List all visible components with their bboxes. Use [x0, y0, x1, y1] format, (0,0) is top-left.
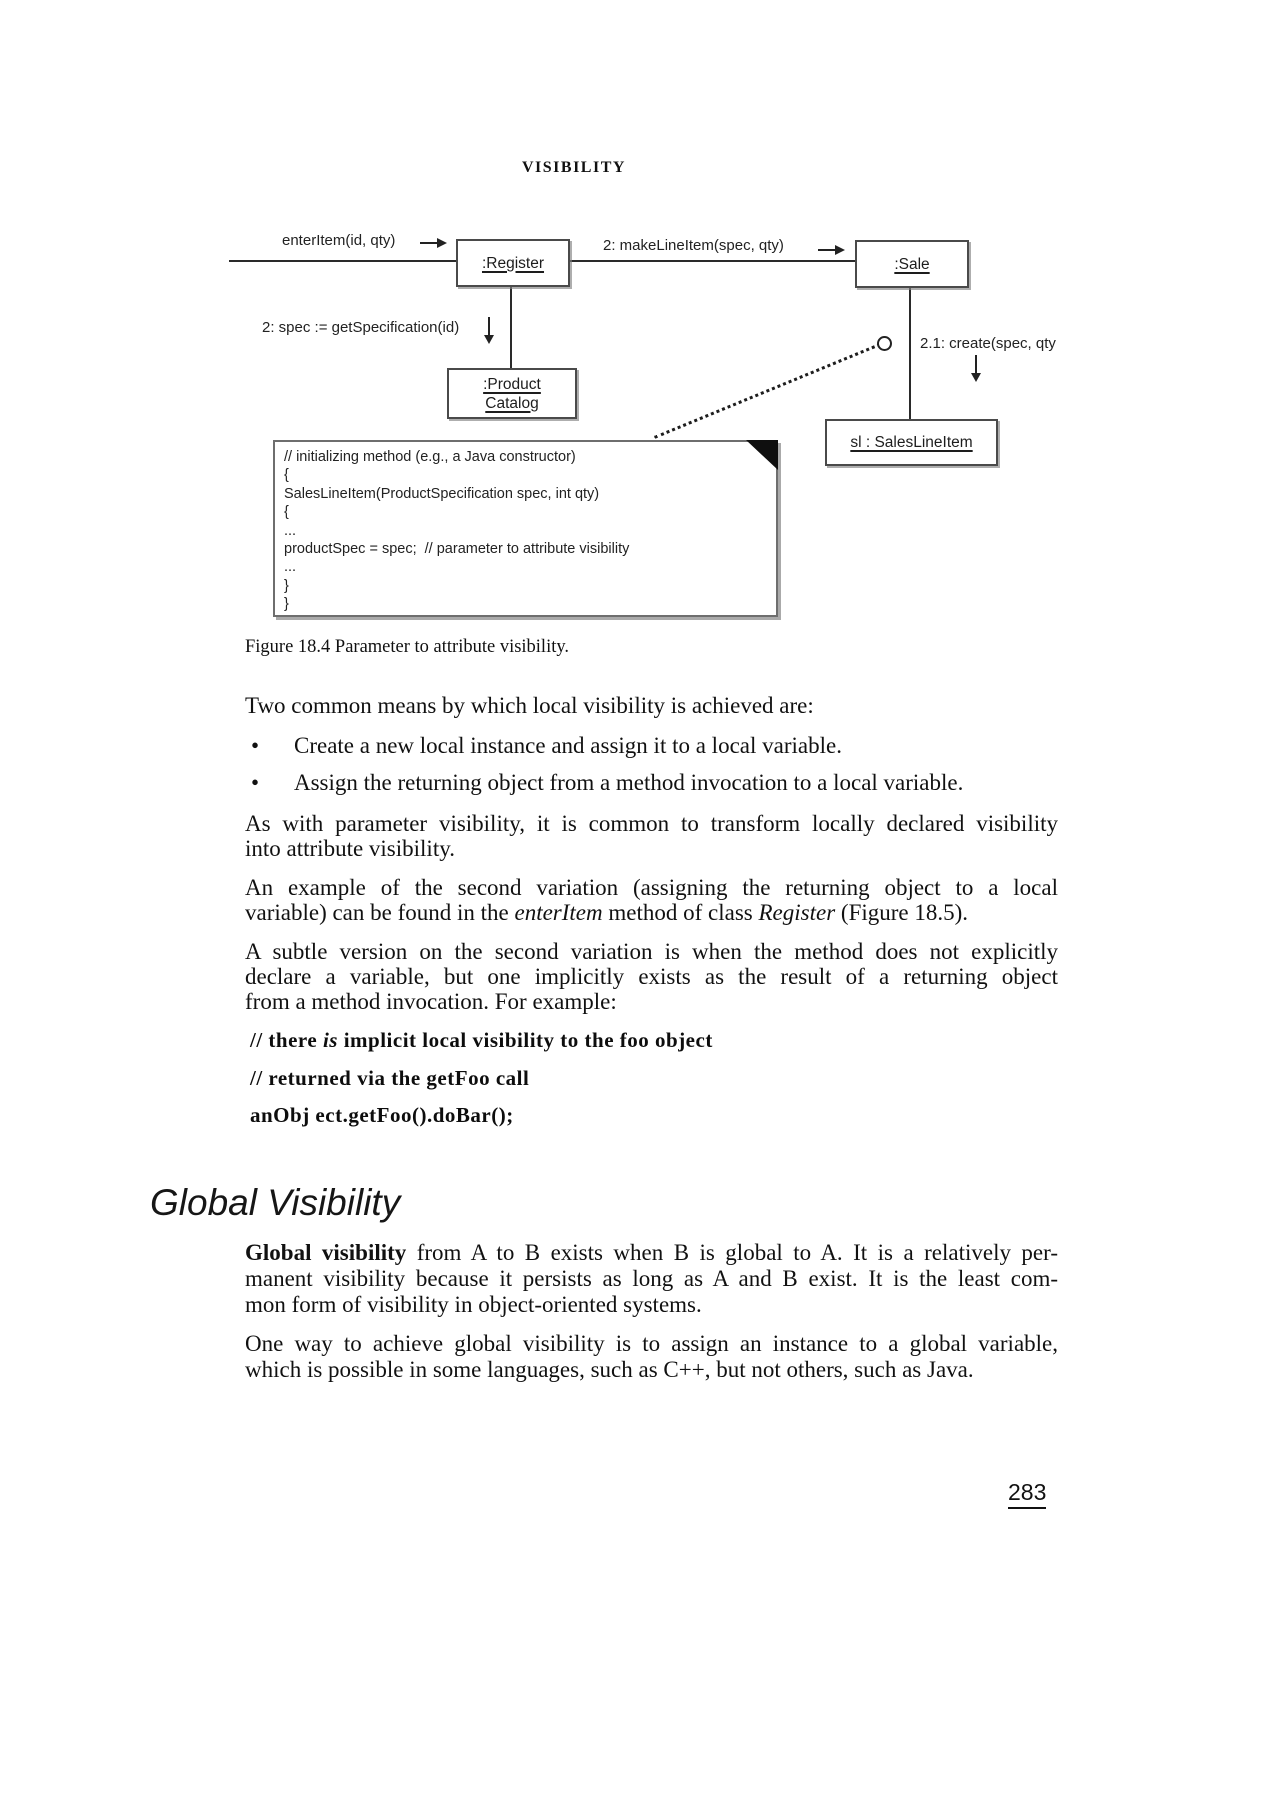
- code-line: {: [284, 467, 289, 484]
- code-line: }: [284, 577, 289, 594]
- folded-corner-icon: [746, 440, 778, 470]
- paragraph: An example of the second variation (assi…: [245, 875, 1058, 925]
- bullet-icon: •: [251, 733, 260, 758]
- object-box-register: :Register: [456, 239, 570, 287]
- text-segment: // there: [250, 1028, 323, 1052]
- running-header: VISIBILITY: [522, 159, 626, 176]
- text-segment: which is possible in some languages, suc…: [245, 1357, 974, 1382]
- text-segment: mon form of visibility in object-oriente…: [245, 1292, 702, 1317]
- text-segment: into attribute visibility.: [245, 836, 455, 861]
- text-segment: As with parameter visibility, it is comm…: [245, 811, 1058, 836]
- message-label-create: 2.1: create(spec, qty: [920, 335, 1056, 352]
- object-box-product-catalog: :Product Catalog: [447, 368, 577, 419]
- bullet-text: Create a new local instance and assign i…: [294, 733, 842, 758]
- page-number: 283: [1008, 1479, 1047, 1509]
- note-code-lines: // initializing method (e.g., a Java con…: [284, 448, 766, 614]
- text-segment: is: [322, 1028, 338, 1052]
- message-label-enteritem: enterItem(id, qty): [282, 232, 396, 249]
- object-name-line1: :Product: [483, 375, 541, 393]
- text-line: variable) can be found in the enterItem …: [245, 900, 1058, 925]
- bullet-icon: •: [251, 770, 260, 795]
- uml-note-box: // initializing method (e.g., a Java con…: [273, 440, 778, 617]
- link-sale-saleslineitem: [909, 284, 911, 419]
- object-name: sl : SalesLineItem: [850, 434, 973, 451]
- message-line-makelineitem: [566, 260, 855, 262]
- text-segment: from a method invocation. For example:: [245, 989, 617, 1014]
- code-line: }: [284, 596, 289, 613]
- paragraph: A subtle version on the second variation…: [245, 939, 1058, 1014]
- text-segment: (Figure 18.5).: [835, 900, 969, 925]
- code-line: productSpec = spec; // parameter to attr…: [284, 541, 630, 558]
- text-line: which is possible in some languages, suc…: [245, 1357, 1058, 1383]
- text-segment: implicit local visibility to the foo obj…: [337, 1028, 713, 1052]
- text-segment: One way to achieve global visibility is …: [245, 1331, 1058, 1356]
- list-item: • Create a new local instance and assign…: [245, 733, 1058, 758]
- text-line: anObj ect.getFoo().doBar();: [250, 1103, 1070, 1128]
- text-line: mon form of visibility in object-oriente…: [245, 1292, 1058, 1318]
- code-line: ...: [284, 522, 297, 539]
- text-segment: An example of the second variation (assi…: [245, 875, 1058, 900]
- text-line: One way to achieve global visibility is …: [245, 1331, 1058, 1357]
- text-segment: Register: [758, 900, 836, 925]
- text-segment: manent visibility because it persists as…: [245, 1266, 1058, 1291]
- text-line: Global visibility from A to B exists whe…: [245, 1240, 1058, 1266]
- message-line-enteritem: [229, 260, 456, 262]
- text-segment: method of class: [602, 900, 759, 925]
- paragraph-intro: Two common means by which local visibili…: [245, 693, 1058, 718]
- code-line: SalesLineItem(ProductSpecification spec,…: [284, 485, 600, 502]
- text-segment: Global visibility: [245, 1240, 407, 1265]
- link-register-productcatalog: [510, 283, 512, 368]
- text-segment: enterItem: [514, 900, 603, 925]
- code-line: {: [284, 504, 289, 521]
- text-line: // returned via the getFoo call: [250, 1066, 1070, 1091]
- text-segment: // returned via the getFoo call: [250, 1065, 530, 1090]
- text-line: manent visibility because it persists as…: [245, 1266, 1058, 1292]
- connector-circle-icon: [877, 336, 892, 351]
- object-name: :Register: [481, 254, 545, 272]
- text-line: Two common means by which local visibili…: [245, 693, 814, 718]
- code-line: ...: [284, 559, 297, 576]
- code-line: // initializing method (e.g., a Java con…: [284, 449, 576, 465]
- text-segment: variable) can be found in the: [245, 900, 515, 925]
- text-line: declare a variable, but one implicitly e…: [245, 964, 1058, 989]
- message-label-makelineitem: 2: makeLineItem(spec, qty): [603, 237, 784, 254]
- text-line: from a method invocation. For example:: [245, 989, 1058, 1014]
- arrow-down-icon: [971, 355, 981, 382]
- text-line: As with parameter visibility, it is comm…: [245, 811, 1058, 836]
- arrow-down-icon: [484, 317, 494, 344]
- object-name-line2: Catalog: [485, 394, 539, 412]
- code-example: // there is implicit local visibility to…: [250, 1028, 1070, 1141]
- text-line: into attribute visibility.: [245, 836, 1058, 861]
- text-line: A subtle version on the second variation…: [245, 939, 1058, 964]
- object-box-sale: :Sale: [855, 240, 969, 288]
- bullet-text: Assign the returning object from a metho…: [294, 770, 964, 795]
- text-segment: anObj ect.getFoo().doBar();: [250, 1103, 514, 1127]
- bullet-list: • Create a new local instance and assign…: [245, 733, 1058, 807]
- text-segment: declare a variable, but one implicitly e…: [245, 964, 1058, 989]
- figure-caption: Figure 18.4 Parameter to attribute visib…: [245, 637, 570, 657]
- paragraph: Global visibility from A to B exists whe…: [245, 1240, 1058, 1318]
- arrow-right-icon: [420, 238, 447, 248]
- list-item: • Assign the returning object from a met…: [245, 770, 1058, 795]
- text-segment: from A to B exists when B is global to A…: [406, 1240, 1058, 1265]
- paragraph: One way to achieve global visibility is …: [245, 1331, 1058, 1383]
- section-heading: Global Visibility: [150, 1182, 401, 1223]
- text-line: An example of the second variation (assi…: [245, 875, 1058, 900]
- text-segment: A subtle version on the second variation…: [245, 939, 1058, 964]
- text-line: // there is implicit local visibility to…: [250, 1028, 1070, 1053]
- arrow-right-icon: [818, 245, 845, 255]
- message-label-getspecification: 2: spec := getSpecification(id): [262, 319, 460, 336]
- object-box-saleslineitem: sl : SalesLineItem: [825, 419, 998, 466]
- object-name: :Sale: [894, 255, 930, 273]
- paragraph: As with parameter visibility, it is comm…: [245, 811, 1058, 861]
